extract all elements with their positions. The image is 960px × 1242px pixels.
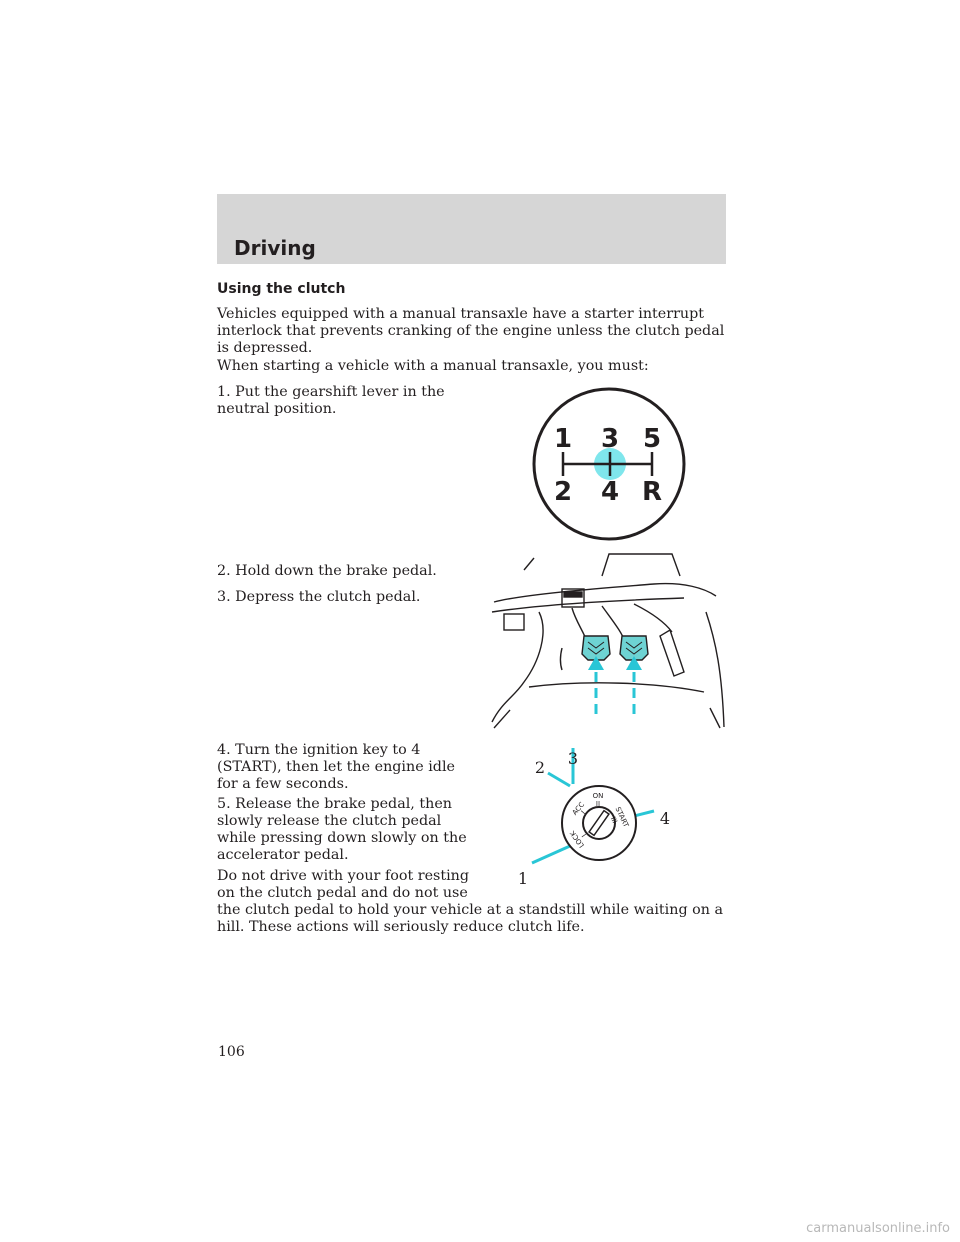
callout-4: 4 — [660, 809, 670, 828]
gear-label: 1 — [554, 424, 572, 454]
step-4: 4. Turn the ignition key to 4 (START), t… — [217, 742, 455, 792]
accelerator-pedal — [659, 628, 685, 677]
floor-line — [493, 709, 511, 729]
pedal-tread — [587, 641, 605, 655]
dash-panel — [493, 582, 717, 603]
step-3: 3. Depress the clutch pedal. — [217, 589, 421, 605]
dash-line — [523, 557, 535, 571]
callout-line-2 — [547, 771, 571, 788]
gear-label: 3 — [601, 424, 619, 454]
callout-line-1 — [531, 844, 571, 865]
ignition-position-start-numeral: III — [609, 816, 619, 825]
intro-paragraph: Vehicles equipped with a manual transaxl… — [217, 306, 725, 356]
gearshift-diagram: 1 3 5 2 4 R — [532, 387, 686, 541]
pedal-bracket — [563, 591, 583, 598]
step-2: 2. Hold down the brake pedal. — [217, 563, 437, 579]
step-5: 5. Release the brake pedal, then slowly … — [217, 796, 467, 863]
callout-1: 1 — [518, 869, 528, 888]
gear-label: R — [642, 477, 662, 507]
pedal-tread — [625, 641, 643, 655]
gear-label: 5 — [643, 424, 661, 454]
ignition-diagram: ON II ACC I START III LOCK I 3 2 4 1 — [518, 748, 670, 888]
callout-3: 3 — [568, 749, 578, 768]
header-title: Driving — [234, 236, 316, 260]
gear-label: 4 — [601, 477, 619, 507]
ignition-position-on-numeral: II — [596, 800, 600, 808]
ignition-position-lock-numeral: I — [580, 832, 588, 838]
gear-label: 2 — [554, 477, 572, 507]
lead-paragraph: When starting a vehicle with a manual tr… — [217, 358, 649, 374]
callout-2: 2 — [535, 758, 545, 777]
pedal-diagram — [491, 553, 725, 729]
dash-panel — [491, 597, 685, 613]
detail-line — [559, 647, 563, 671]
page-number: 106 — [218, 1044, 245, 1060]
step-1: 1. Put the gearshift lever in the neutra… — [217, 384, 445, 417]
floor-line — [528, 682, 705, 693]
key-slot — [588, 809, 610, 837]
kick-panel-box — [503, 613, 525, 631]
brake-arrow-head — [626, 656, 642, 670]
section-title: Using the clutch — [217, 281, 346, 297]
floor-line — [491, 611, 544, 723]
accelerator-arm — [633, 603, 673, 633]
watermark: carmanualsonline.info — [806, 1221, 950, 1236]
section-header: Driving — [217, 194, 726, 264]
callout-line-4 — [633, 809, 655, 818]
ignition-position-acc-numeral: I — [580, 809, 587, 816]
clutch-arrow-head — [588, 656, 604, 670]
floor-line — [709, 707, 721, 729]
warning-paragraph: Do not drive with your foot resting on t… — [217, 868, 724, 935]
pedal-bracket — [561, 588, 585, 608]
steering-column — [601, 553, 681, 577]
ignition-position-on: ON — [593, 792, 604, 800]
side-panel — [705, 611, 725, 728]
